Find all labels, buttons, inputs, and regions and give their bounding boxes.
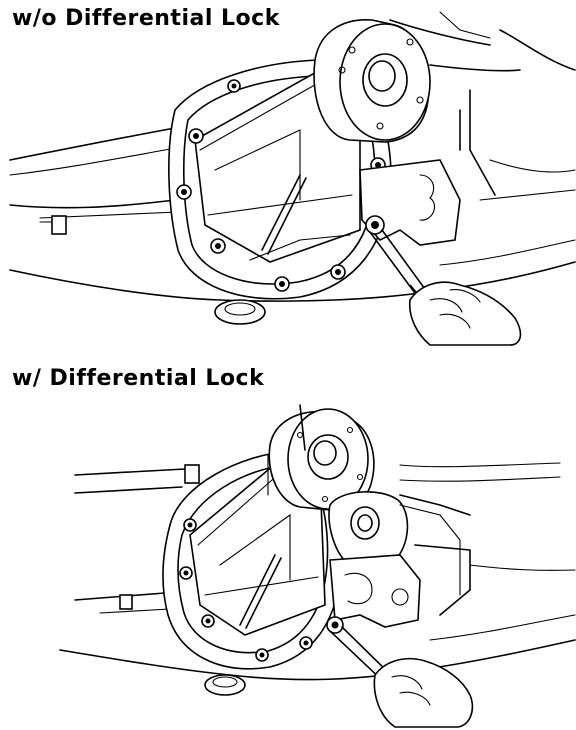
frame-rails [267, 404, 576, 616]
drain-plug [214, 299, 266, 325]
brake-line-clip [119, 464, 200, 610]
axle-housing-tube [9, 127, 576, 302]
brake-line-clip [39, 215, 67, 235]
heading-with-differential-lock: w/ Differential Lock [12, 366, 265, 391]
frame-rails [389, 11, 576, 201]
diagram-with-lock [0, 365, 576, 730]
axle-housing-tube [59, 462, 576, 681]
drain-plug [204, 674, 246, 696]
companion-flange [268, 408, 375, 511]
hand [373, 657, 474, 728]
companion-flange [313, 19, 431, 143]
hand [408, 281, 522, 346]
heading-without-differential-lock: w/o Differential Lock [12, 6, 280, 31]
differential-lock-actuator [328, 490, 461, 628]
diagram-without-lock [9, 11, 576, 346]
